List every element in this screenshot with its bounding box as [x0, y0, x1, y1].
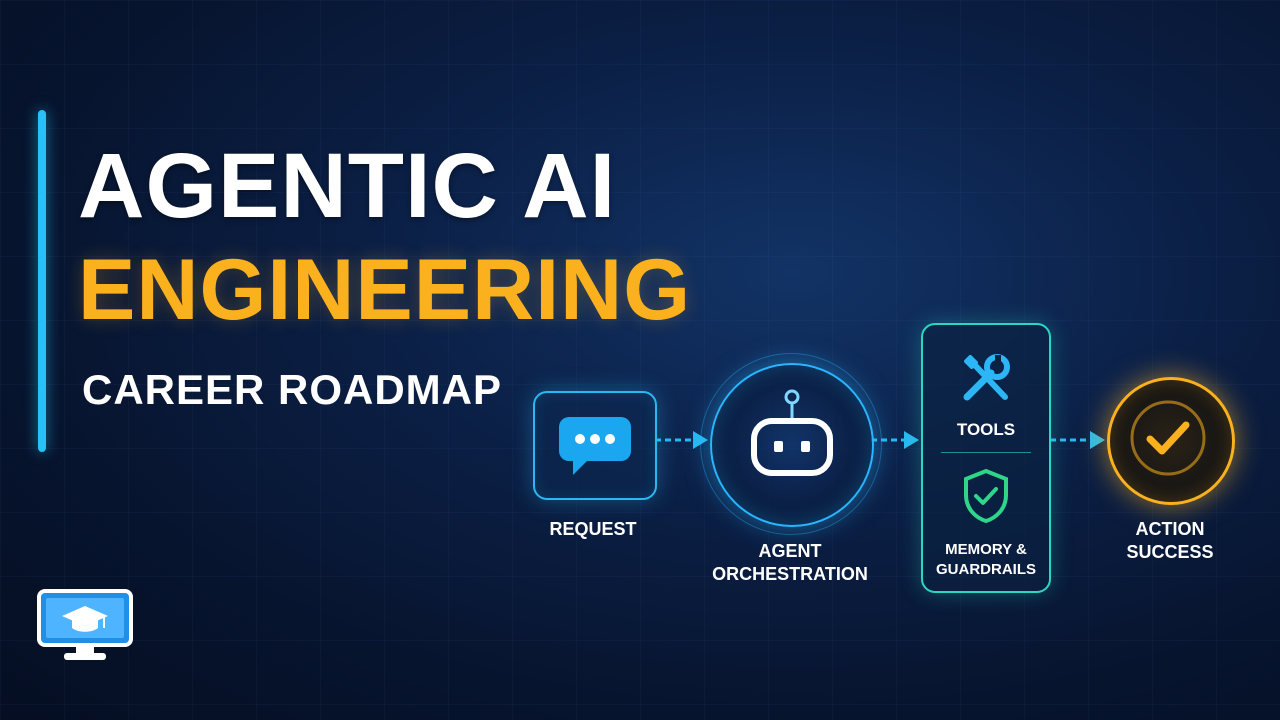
tools-icon	[963, 354, 1010, 401]
title-line-1: AGENTIC AI	[78, 135, 617, 237]
subtitle: CAREER ROADMAP	[82, 366, 503, 413]
action-success-label: ACTION SUCCESS	[1126, 519, 1214, 563]
shield-check-icon	[964, 468, 1008, 524]
memory-guardrails-label: MEMORY & GUARDRAILS	[936, 541, 1036, 579]
check-circle-icon	[1130, 400, 1206, 476]
tools-memory-card: TOOLS MEMORY & GUARDRAILS	[921, 323, 1051, 593]
agent-node	[710, 363, 874, 527]
arrow-icon	[1050, 431, 1105, 449]
title-line-2: ENGINEERING	[78, 242, 692, 338]
request-label: REQUEST	[549, 519, 637, 539]
success-node	[1107, 377, 1235, 505]
accent-bar	[38, 110, 46, 452]
graduation-cap-monitor-icon	[37, 589, 133, 660]
card-divider	[941, 452, 1031, 453]
tools-label: TOOLS	[956, 420, 1016, 439]
agent-orchestration-label: AGENT ORCHESTRATION	[712, 541, 868, 585]
request-node	[533, 391, 657, 500]
agent-orbit	[700, 353, 882, 535]
robot-icon	[751, 389, 833, 476]
chat-bubble-icon	[559, 417, 631, 475]
